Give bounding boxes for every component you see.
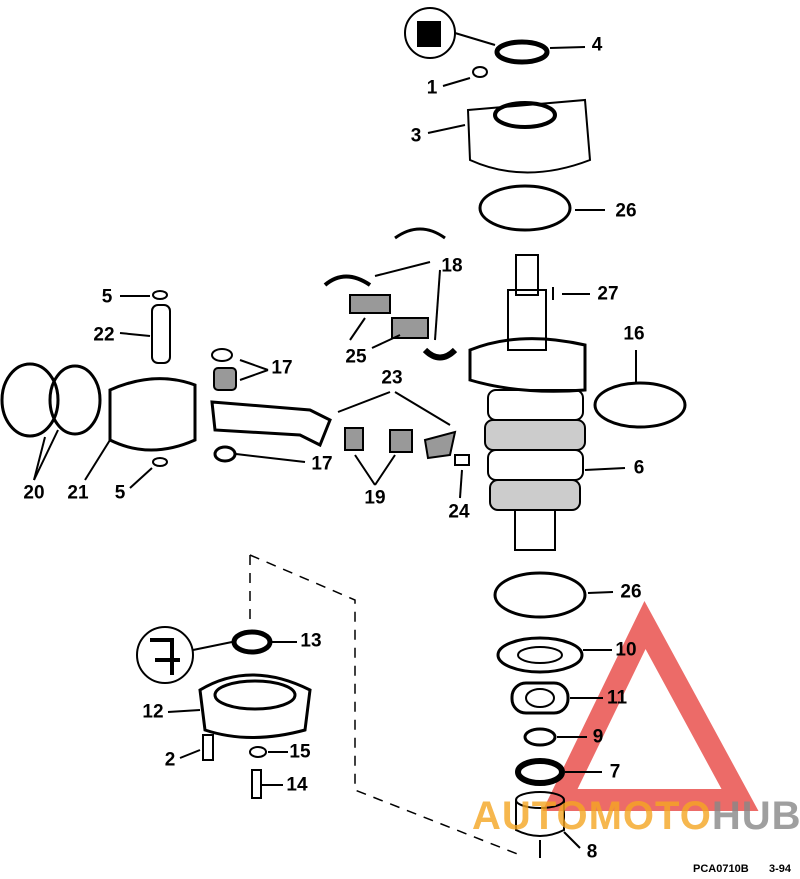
figure-code: PCA0710B: [693, 863, 749, 875]
lubricant-icon: [136, 626, 194, 684]
seal-4: [494, 39, 550, 65]
watermark-part2: HUB: [711, 794, 800, 838]
callout-18: 18: [441, 255, 463, 277]
callout-4: 4: [591, 34, 603, 56]
callout-7: 7: [609, 761, 621, 783]
watermark-triangle: [542, 600, 759, 811]
callout-16: 16: [623, 323, 645, 345]
connecting-rod: [210, 400, 332, 448]
callout-3: 3: [410, 125, 422, 147]
callout-12: 12: [142, 701, 164, 723]
callout-26-top: 26: [615, 200, 637, 222]
watermark-part1: AUTOMOTO: [472, 794, 712, 838]
callout-11: 11: [606, 687, 628, 709]
callout-24: 24: [448, 501, 470, 523]
callout-25: 25: [345, 346, 367, 368]
callout-26-bottom: 26: [620, 581, 642, 603]
callout-13: 13: [300, 630, 322, 652]
crankshaft-6: [468, 254, 587, 551]
callout-17-top: 17: [271, 357, 293, 379]
callout-2: 2: [164, 749, 176, 771]
callout-27: 27: [597, 283, 619, 305]
callout-20: 20: [23, 482, 45, 504]
callout-21: 21: [67, 482, 89, 504]
callout-14: 14: [286, 774, 308, 796]
figure-date: 3-94: [769, 863, 792, 875]
callout-8: 8: [586, 841, 598, 863]
callout-15: 15: [289, 741, 311, 763]
callout-1: 1: [426, 77, 438, 99]
callout-19: 19: [364, 487, 386, 509]
bearing-housing-3: [466, 98, 592, 174]
callout-5-bottom: 5: [114, 482, 126, 504]
watermark: AUTOMOTOHUB: [472, 796, 800, 836]
lower-housing-12: [198, 673, 312, 739]
callout-5-top: 5: [101, 286, 113, 308]
callout-23: 23: [381, 367, 403, 389]
piston-21: [108, 377, 197, 452]
callout-9: 9: [592, 726, 604, 748]
callout-22: 22: [93, 324, 115, 346]
callout-6: 6: [633, 457, 645, 479]
callout-17-bottom: 17: [311, 453, 333, 475]
callout-10: 10: [615, 639, 637, 661]
